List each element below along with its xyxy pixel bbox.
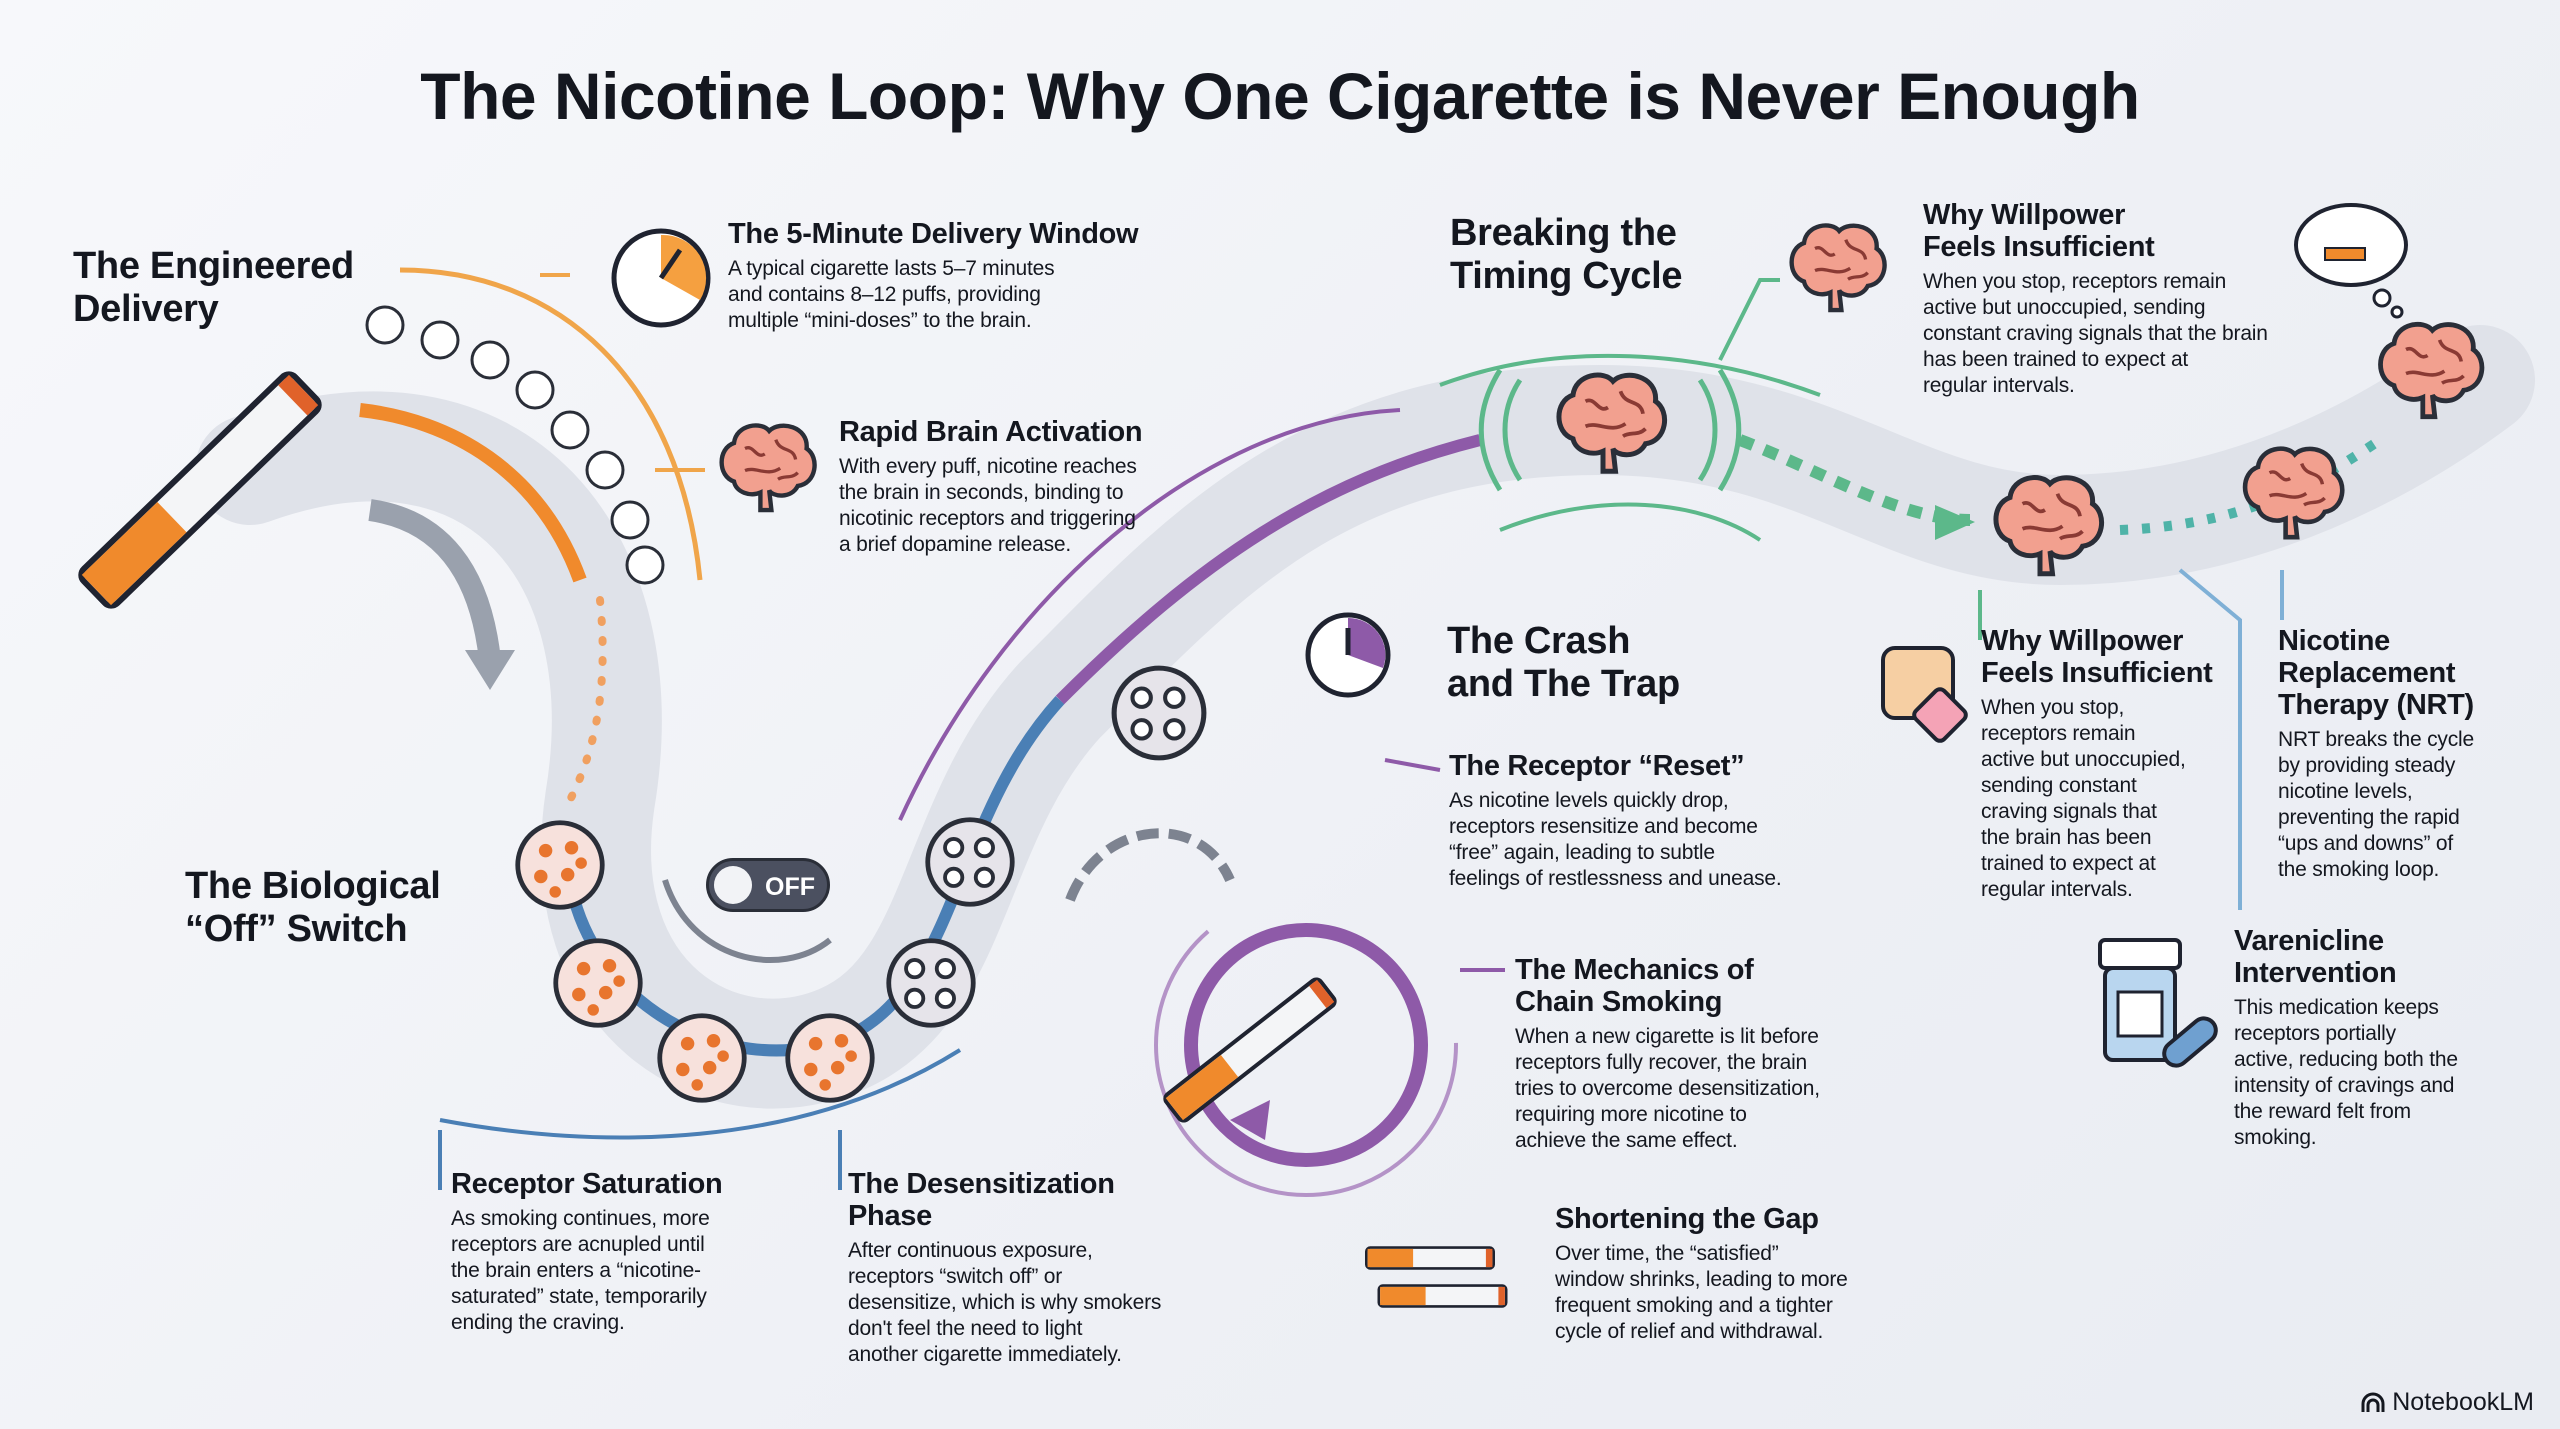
block-receptor-reset: The Receptor “Reset” As nicotine levels … [1449,750,1782,892]
brain-icon [1792,225,1885,310]
off-switch-toggle: OFF [706,858,830,912]
block-title: Shortening the Gap [1555,1203,1819,1235]
receptor-icon [660,1016,744,1100]
block-varenicline: Varenicline Intervention This medication… [2234,925,2458,1151]
block-body: Over time, the “satisfied” window shrink… [1555,1242,1848,1343]
receptor-icon [788,1016,872,1100]
block-brain-activation: Rapid Brain Activation With every puff, … [839,416,1143,558]
section-engineered-delivery: The Engineered Delivery [73,245,354,330]
section-breaking-cycle: Breaking the Timing Cycle [1450,212,1683,297]
thought-bubble-icon [2294,203,2408,319]
block-body: As smoking continues, more receptors are… [451,1207,710,1334]
clock-purple-icon [1305,612,1391,698]
block-body: A typical cigarette lasts 5–7 minutes an… [728,257,1055,332]
arrow-down-gray [368,499,501,662]
receptor-empty-icon [1114,668,1204,758]
block-title: The Desensitization Phase [848,1168,1115,1232]
block-body: When a new cigarette is lit before recep… [1515,1025,1820,1152]
orange-dots-descent [566,596,607,804]
receptor-icon [556,941,640,1025]
chain-loop [1184,923,1428,1167]
section-crash-trap: The Crash and The Trap [1447,620,1680,705]
block-title: The 5-Minute Delivery Window [728,218,1139,250]
block-body: This medication keeps receptors portiall… [2234,996,2458,1149]
toggle-knob [714,866,752,904]
block-body: When you stop, receptors remain active b… [1923,270,2268,397]
block-willpower-top: Why Willpower Feels Insufficient When yo… [1923,199,2268,399]
block-title: Nicotine Replacement Therapy (NRT) [2278,625,2474,721]
block-body: When you stop, receptors remain active b… [1981,696,2186,901]
block-body: After continuous exposure, receptors “sw… [848,1239,1162,1366]
receptor-icon [518,823,602,907]
block-body: With every puff, nicotine reaches the br… [839,455,1137,556]
brand-label: NotebookLM [2392,1388,2534,1416]
nicotine-gum-icon [1881,646,1968,743]
brand-watermark: NotebookLM [2360,1388,2534,1417]
page-title: The Nicotine Loop: Why One Cigarette is … [420,59,2140,133]
blue-arc-left [439,1048,962,1140]
block-title: Rapid Brain Activation [839,416,1143,448]
block-title: The Mechanics of Chain Smoking [1515,954,1754,1018]
block-desensitization: The Desensitization Phase After continuo… [848,1168,1161,1368]
block-chain-smoking: The Mechanics of Chain Smoking When a ne… [1515,954,1820,1154]
block-body: As nicotine levels quickly drop, recepto… [1449,789,1782,890]
notebooklm-logo-icon [2361,1392,2385,1412]
purple-arc-top [898,408,1401,821]
block-willpower-mid: Why Willpower Feels Insufficient When yo… [1981,625,2213,903]
green-arc-bottom [1499,502,1762,542]
green-arc-top [1439,353,1821,397]
receptor-empty-icon [928,820,1012,904]
toggle-label: OFF [765,873,815,901]
puff-bar [359,403,587,583]
loop-track-purple [1055,434,1482,705]
clock-icon [611,228,711,328]
block-title: Why Willpower Feels Insufficient [1923,199,2155,263]
block-title: The Receptor “Reset” [1449,750,1745,782]
reset-arrow [1065,828,1235,902]
section-biological-off-switch: The Biological “Off” Switch [185,865,441,950]
off-arrow [662,879,832,963]
signal-waves-icon [1478,368,1742,492]
cigarette-long-icon [1377,1284,1508,1308]
block-title: Receptor Saturation [451,1168,723,1200]
block-title: Why Willpower Feels Insufficient [1981,625,2213,689]
receptor-empty-icon [889,941,973,1025]
block-delivery-window: The 5-Minute Delivery Window A typical c… [728,218,1139,334]
block-title: Varenicline Intervention [2234,925,2397,989]
block-nrt: Nicotine Replacement Therapy (NRT) NRT b… [2278,625,2474,883]
orange-arc [399,267,703,581]
smoke-puffs-icon [365,305,665,585]
block-shortening-gap: Shortening the Gap Over time, the “satis… [1555,1203,1848,1345]
pill-bottle-icon [2098,938,2218,1068]
block-receptor-saturation: Receptor Saturation As smoking continues… [451,1168,723,1336]
cigarette-short-icon [1365,1246,1495,1270]
block-body: NRT breaks the cycle by providing steady… [2278,728,2474,881]
brain-icon [722,425,815,510]
